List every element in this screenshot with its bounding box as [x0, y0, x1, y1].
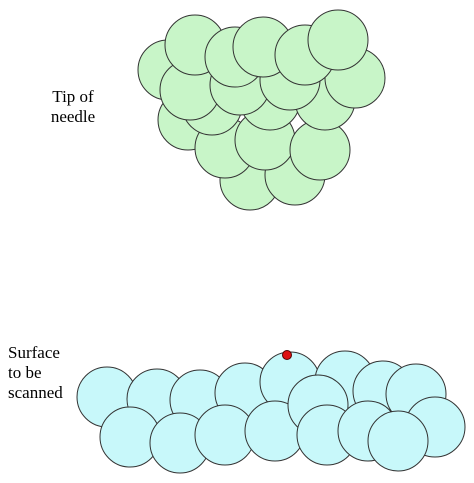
needle-tip [137, 9, 386, 211]
scanned-surface [76, 350, 466, 474]
surface-atom-icon [367, 410, 429, 472]
probe-point-icon [282, 350, 292, 360]
surface-to-be-scanned-label: Surface to be scanned [8, 343, 63, 402]
tip-of-needle-label: Tip of needle [50, 87, 96, 126]
tip-atom-icon [307, 9, 369, 71]
